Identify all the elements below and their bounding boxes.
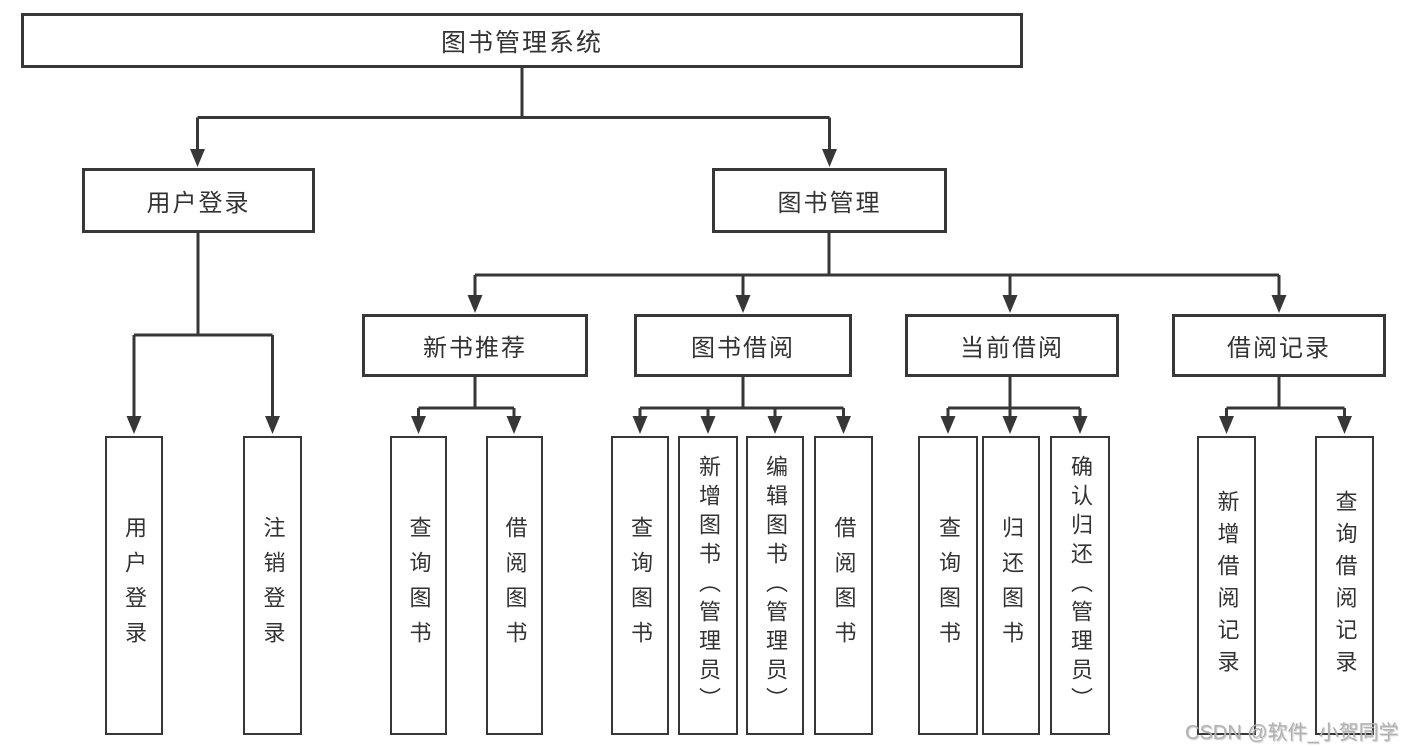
connector-line (132, 233, 274, 418)
connector-line (946, 377, 1082, 418)
leaf-nb-borrow-books-label: 借阅图书 (502, 515, 528, 656)
connector-borrow-records-children (1219, 377, 1352, 434)
arrowhead (940, 416, 956, 434)
arrowhead (1072, 416, 1088, 434)
connector-user-login-children (126, 233, 280, 434)
connector-root-to-level2 (190, 68, 837, 167)
node-user-login-label: 用户登录 (146, 190, 251, 217)
leaf-cb-return-books: 归还图书 (982, 436, 1040, 735)
leaf-bb-add-books-label: 新增图书（管理员） (696, 455, 721, 716)
connector-book-mgmt-children (467, 233, 1287, 313)
node-book-mgmt-label: 图书管理 (777, 190, 882, 217)
arrowhead (1002, 295, 1018, 313)
node-borrow-records-label: 借阅记录 (1227, 335, 1331, 362)
arrowhead (1337, 416, 1352, 434)
arrowhead (190, 149, 205, 167)
leaf-user-login-label: 用户登录 (122, 515, 147, 656)
leaf-bb-borrow-books-label: 借阅图书 (831, 515, 857, 656)
leaf-nb-query-books-label: 查询图书 (406, 515, 432, 656)
leaf-nb-borrow-books: 借阅图书 (486, 436, 543, 735)
leaf-logout: 注销登录 (243, 436, 302, 735)
leaf-user-login: 用户登录 (105, 436, 163, 735)
arrowhead (700, 416, 716, 434)
arrowhead (467, 295, 483, 313)
leaf-bb-query-books-label: 查询图书 (628, 515, 653, 656)
connector-line (473, 233, 1281, 297)
arrowhead (506, 416, 522, 434)
connector-line (417, 377, 516, 418)
node-root: 图书管理系统 (21, 13, 1023, 68)
leaf-bb-query-books: 查询图书 (611, 436, 669, 735)
connector-book-borrow-children (632, 377, 851, 434)
node-new-books: 新书推荐 (362, 314, 588, 377)
node-book-borrow-label: 图书借阅 (691, 335, 795, 362)
arrowhead (1219, 416, 1234, 434)
leaf-br-query-record: 查询借阅记录 (1315, 436, 1374, 735)
leaf-bb-edit-books: 编辑图书（管理员） (746, 436, 804, 735)
leaf-cb-query-books: 查询图书 (918, 436, 978, 735)
arrowhead (767, 416, 783, 434)
node-user-login: 用户登录 (82, 168, 315, 233)
leaf-br-add-record-label: 新增借阅记录 (1214, 489, 1240, 682)
csdn-watermark: CSDN @软件_小贺同学 (1185, 722, 1399, 744)
node-root-label: 图书管理系统 (440, 28, 603, 57)
leaf-br-query-record-label: 查询借阅记录 (1332, 489, 1358, 682)
node-current-borrow-label: 当前借阅 (960, 335, 1064, 362)
connector-line (1225, 377, 1346, 418)
node-borrow-records: 借阅记录 (1172, 314, 1386, 377)
connector-new-books-children (411, 377, 522, 434)
connector-current-borrow-children (940, 377, 1088, 434)
node-book-borrow: 图书借阅 (634, 314, 852, 377)
leaf-cb-confirm-return-label: 确认归还（管理员） (1068, 455, 1093, 716)
leaf-logout-label: 注销登录 (260, 515, 286, 656)
arrowhead (1002, 416, 1018, 434)
arrowhead (265, 416, 280, 434)
leaf-cb-return-books-label: 归还图书 (999, 515, 1024, 656)
leaf-bb-borrow-books: 借阅图书 (814, 436, 873, 735)
leaf-bb-add-books: 新增图书（管理员） (678, 436, 738, 735)
connector-line (638, 377, 845, 418)
arrowhead (632, 416, 648, 434)
arrowhead (735, 295, 751, 313)
connector-line (196, 68, 831, 151)
arrowhead (1271, 295, 1287, 313)
leaf-cb-confirm-return: 确认归还（管理员） (1050, 436, 1110, 735)
leaf-bb-edit-books-label: 编辑图书（管理员） (763, 455, 788, 716)
node-new-books-label: 新书推荐 (423, 335, 527, 362)
leaf-cb-query-books-label: 查询图书 (936, 515, 961, 656)
leaf-nb-query-books: 查询图书 (390, 436, 447, 735)
node-current-borrow: 当前借阅 (905, 314, 1119, 377)
arrowhead (822, 149, 837, 167)
arrowhead (126, 416, 142, 434)
node-book-mgmt: 图书管理 (712, 168, 947, 233)
arrowhead (836, 416, 851, 434)
leaf-br-add-record: 新增借阅记录 (1197, 436, 1256, 735)
arrowhead (411, 416, 426, 434)
